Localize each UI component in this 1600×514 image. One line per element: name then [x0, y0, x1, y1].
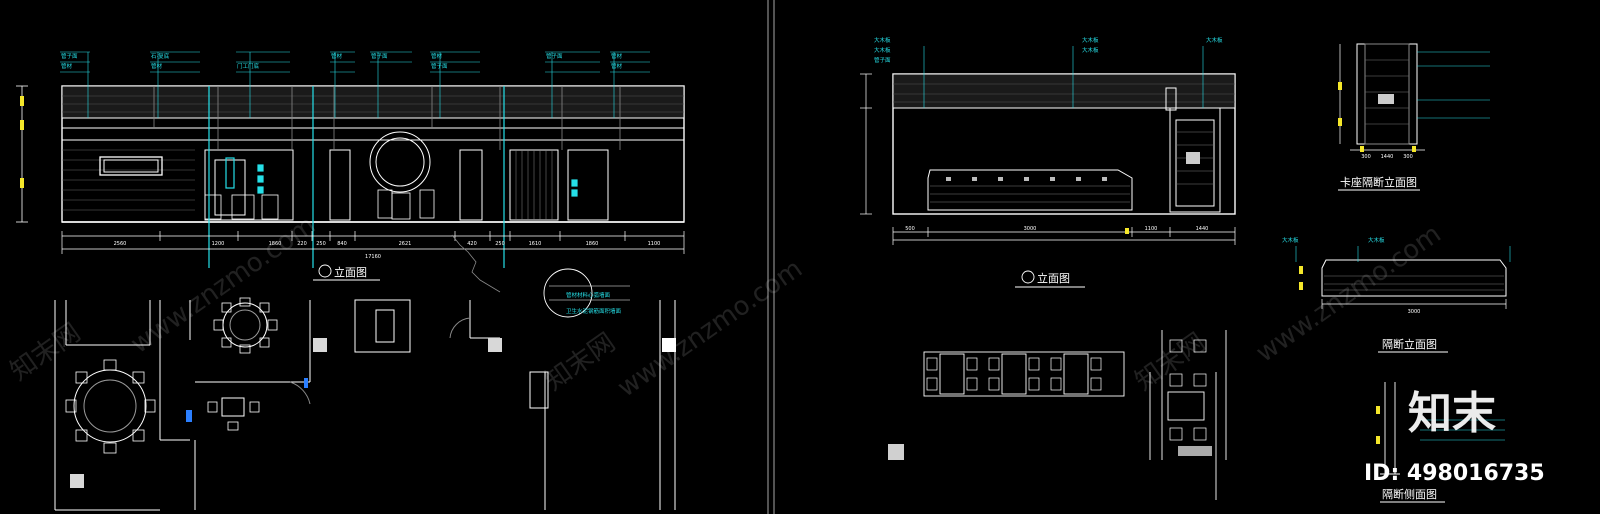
watermark-url-left: www.znzmo.com: [125, 210, 321, 360]
left-elevation-title-text: 立面图: [334, 265, 367, 279]
right-callout-6: 大木板: [1206, 36, 1223, 44]
watermark-site-mid: 知末网: [540, 328, 621, 397]
partition-elevation: [1321, 259, 1507, 309]
right-dim-3: 1100: [1145, 226, 1158, 232]
partition-side-marks: [1299, 266, 1303, 290]
booth-partition-marks: [1338, 82, 1416, 152]
right-plan-tables: [923, 330, 1227, 500]
left-dim-8: 420: [467, 241, 477, 247]
brand-logo: 知末: [1408, 388, 1496, 439]
partition-leaders: [1295, 246, 1511, 262]
partition-section-leaders: [1420, 419, 1505, 441]
left-sheet: 管子面 石·复底 管材 门工门底 管材 管子面 管材 管子面 管子面 管材 管材…: [16, 51, 685, 511]
left-dim-total: 17160: [365, 254, 381, 260]
watermark-url-mid: www.znzmo.com: [612, 254, 808, 404]
right-elevation-title: 立面图: [1015, 270, 1085, 288]
left-callout-11: 管材: [611, 62, 623, 70]
right-dim-yellow-mark: [1125, 228, 1129, 234]
right-elevation: [892, 46, 1236, 215]
left-callout-12: 管材: [61, 62, 73, 70]
left-dim-10: 1610: [529, 241, 542, 247]
partition-callouts: 大木板 大木板: [1282, 236, 1385, 244]
left-dim-2: 1200: [212, 241, 225, 247]
left-callout-2: 石·复底: [151, 52, 170, 60]
right-callout-4: 大木板: [1082, 36, 1099, 44]
left-dim-7: 2621: [399, 241, 412, 247]
left-dim-11: 1860: [586, 241, 599, 247]
left-plan-view: [54, 297, 676, 511]
left-vertical-dimension: [16, 85, 28, 223]
booth-dim-3: 300: [1403, 154, 1413, 160]
partition-title: 隔断立面图: [1378, 337, 1448, 353]
partition-callout-1: 大木板: [1282, 236, 1299, 244]
partition-section-marks: [1376, 406, 1380, 444]
left-detail-note-2: 卫生水泥钢筋面积墙面: [566, 307, 622, 315]
watermark-site-left: 知末网: [5, 318, 86, 387]
booth-partition-title-text: 卡座隔断立面图: [1340, 175, 1417, 189]
left-plan-accents: [186, 378, 308, 422]
left-dim-6: 840: [337, 241, 347, 247]
left-elevation-title: 立面图: [313, 264, 380, 281]
left-dimension-line: [61, 231, 685, 254]
right-plan-column: [888, 444, 904, 460]
booth-dim-1: 300: [1361, 154, 1371, 160]
right-vertical-dimension: [860, 73, 872, 215]
left-callout-5: 管材: [331, 52, 343, 60]
booth-partition-elevation: [1339, 43, 1425, 151]
right-callout-2: 大木板: [874, 46, 891, 54]
left-callout-1: 管子面: [61, 52, 78, 60]
left-callouts: 管子面 石·复底 管材 门工门底 管材 管子面 管材 管子面 管子面 管材 管材…: [61, 52, 623, 70]
left-detail-note-1: 管材材料心弧墙面: [566, 291, 611, 299]
right-elevation-title-text: 立面图: [1037, 271, 1070, 285]
right-dim-1: 500: [905, 226, 915, 232]
booth-partition-leaders: [1417, 51, 1490, 119]
watermark-layer: www.znzmo.com www.znzmo.com www.znzmo.co…: [5, 210, 1446, 403]
left-dim-3: 1860: [269, 241, 282, 247]
left-break-line: [451, 234, 501, 293]
left-annotation-leaders: [60, 51, 650, 118]
left-elevation-accents: [208, 86, 578, 268]
panel-divider: [767, 0, 775, 514]
right-dim-2: 3000: [1024, 226, 1037, 232]
left-callout-6: 管子面: [371, 52, 388, 60]
partition-section: [1380, 382, 1400, 475]
right-sheet: 大木板 大木板 管子面 大木板 大木板 大木板 500 3000: [860, 36, 1511, 503]
left-dim-9: 250: [495, 241, 505, 247]
left-dim-12: 1100: [648, 241, 661, 247]
booth-partition-dims: 300 1440 300: [1361, 154, 1413, 160]
right-dim-4: 1440: [1196, 226, 1209, 232]
left-callout-9: 管子面: [546, 52, 563, 60]
left-callout-4: 门工门底: [237, 62, 260, 70]
booth-partition-title: 卡座隔断立面图: [1338, 175, 1420, 191]
right-callout-1: 大木板: [874, 36, 891, 44]
brand-logo-text: 知末: [1408, 388, 1496, 439]
image-id-label: ID: 498016735: [1364, 461, 1545, 486]
right-callout-3: 管子面: [874, 56, 891, 64]
left-elevation: [61, 85, 685, 223]
watermark-site-right: 知末网: [1130, 328, 1211, 397]
left-dim-1: 2560: [114, 241, 127, 247]
right-elevation-callouts: 大木板 大木板 管子面 大木板 大木板 大木板: [874, 36, 1223, 64]
left-dim-5: 250: [316, 241, 326, 247]
partition-total-dim: 3000: [1408, 309, 1421, 315]
left-callout-8: 管子面: [431, 62, 448, 70]
left-callout-3: 管材: [151, 62, 163, 70]
left-detail-callout: 管材材料心弧墙面 卫生水泥钢筋面积墙面: [543, 268, 630, 318]
right-dimension-labels: 500 3000 1100 1440: [905, 226, 1208, 232]
partition-title-text: 隔断立面图: [1382, 337, 1437, 351]
left-dimension-labels: 2560 1200 1860 220 250 840 2621 420 250 …: [114, 241, 661, 260]
booth-dim-2: 1440: [1381, 154, 1394, 160]
left-callout-10: 管材: [611, 52, 623, 60]
left-callout-7: 管材: [431, 52, 443, 60]
partition-section-title-text: 隔断侧面图: [1382, 487, 1437, 501]
partition-section-title: 隔断侧面图: [1380, 487, 1445, 503]
left-dim-4: 220: [297, 241, 307, 247]
right-callout-5: 大木板: [1082, 46, 1099, 54]
right-dimension-line: [892, 227, 1236, 245]
partition-callout-2: 大木板: [1368, 236, 1385, 244]
